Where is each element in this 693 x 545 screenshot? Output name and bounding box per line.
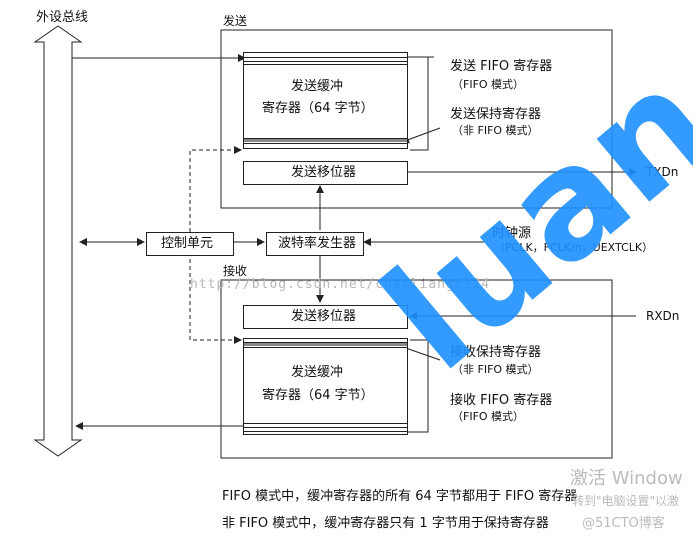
txdn-signal-label: TXDn bbox=[646, 165, 679, 179]
transmit-buffer-line1: 发送缓冲 bbox=[291, 79, 344, 94]
transmit-fifo-buffer bbox=[243, 52, 408, 149]
transmit-fifo-register-label: 发送 FIFO 寄存器 bbox=[450, 59, 553, 74]
transmit-section-label: 发送 bbox=[223, 14, 248, 28]
receive-buffer-line1: 发送缓冲 bbox=[291, 365, 344, 380]
control-unit-label: 控制单元 bbox=[161, 236, 214, 251]
blog-url-watermark: http://blog.csdn.net/chenliang0224 bbox=[190, 277, 491, 292]
receive-fifo-buffer bbox=[243, 338, 408, 435]
transmit-holding-register-label: 发送保持寄存器 bbox=[450, 107, 542, 122]
receive-fifo-register-label: 接收 FIFO 寄存器 bbox=[450, 393, 553, 408]
receive-section-box bbox=[220, 279, 613, 459]
receive-shift-register-label: 发送移位器 bbox=[291, 309, 357, 324]
peripheral-bus-label: 外设总线 bbox=[36, 10, 89, 25]
transmit-non-fifo-note: （非 FIFO 模式） bbox=[452, 124, 539, 137]
note-non-fifo-mode: 非 FIFO 模式中，缓冲寄存器只有 1 字节用于保持寄存器 bbox=[222, 516, 549, 531]
rxdn-signal-label: RXDn bbox=[646, 309, 680, 323]
control-unit bbox=[146, 232, 234, 256]
receive-buffer-line2: 寄存器（64 字节） bbox=[262, 388, 374, 403]
baud-rate-generator bbox=[266, 232, 364, 256]
receive-shift-register bbox=[243, 305, 408, 329]
clock-source-label: 时钟源 bbox=[492, 226, 532, 241]
transmit-fifo-mode-note: （FIFO 模式） bbox=[452, 78, 525, 91]
receive-non-fifo-note: （非 FIFO 模式） bbox=[452, 363, 539, 376]
receive-fifo-mode-note: （FIFO 模式） bbox=[452, 410, 525, 423]
note-fifo-mode: FIFO 模式中，缓冲寄存器的所有 64 字节都用于 FIFO 寄存器 bbox=[222, 489, 578, 504]
activate-windows-line1: 激活 Window bbox=[570, 468, 683, 489]
transmit-shift-register bbox=[243, 161, 408, 185]
receive-holding-register-label: 接收保持寄存器 bbox=[450, 345, 542, 360]
clock-source-options: （PCLK，FCLK/n，UEXTCLK） bbox=[494, 241, 654, 254]
transmit-section-box bbox=[220, 29, 613, 209]
receive-section-label: 接收 bbox=[223, 264, 248, 278]
baud-rate-generator-label: 波特率发生器 bbox=[278, 236, 357, 251]
activate-windows-line2: 转到"电脑设置"以激 bbox=[572, 494, 680, 508]
site-watermark: @51CTO博客 bbox=[582, 516, 665, 531]
transmit-shift-register-label: 发送移位器 bbox=[291, 165, 357, 180]
transmit-buffer-line2: 寄存器（64 字节） bbox=[262, 101, 374, 116]
peripheral-bus-arrow bbox=[33, 25, 83, 457]
